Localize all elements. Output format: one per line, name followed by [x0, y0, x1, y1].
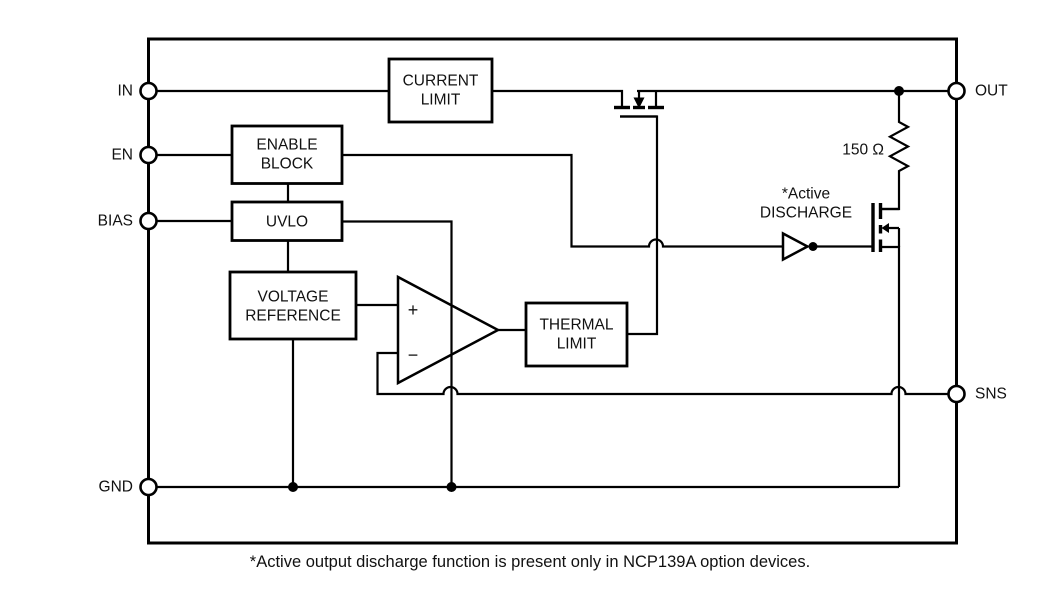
wire-sns-feedback [376, 351, 949, 396]
pin-bias: BIAS [98, 211, 158, 231]
pin-gnd: GND [99, 477, 158, 497]
pin-gnd-label: GND [99, 479, 133, 496]
pin-in-label: IN [118, 83, 134, 100]
thermal-limit-label-2: LIMIT [557, 336, 597, 353]
voltage-reference-label-1: VOLTAGE [258, 289, 329, 306]
nmos-terminal-stubs [880, 207, 901, 247]
pin-sns: SNS [947, 384, 1007, 404]
active-discharge-label-1: *Active [782, 186, 830, 203]
inverting-input-sign: − [408, 345, 419, 365]
active-discharge-label-2: DISCHARGE [760, 205, 852, 222]
block-uvlo: UVLO [230, 200, 344, 242]
block-thermal-limit: THERMAL LIMIT [524, 301, 629, 368]
voltage-reference-label-2: REFERENCE [245, 308, 341, 325]
wire-uvlo-to-gnd [342, 220, 453, 487]
error-amplifier-triangle [396, 274, 501, 386]
inverter-triangle [781, 231, 811, 262]
pin-en: EN [111, 145, 158, 165]
pin-out-circle [947, 81, 966, 101]
pin-in: IN [118, 81, 158, 101]
thermal-limit-box [524, 301, 629, 368]
ic-boundary [147, 37, 958, 545]
current-limit-label-1: CURRENT [403, 73, 479, 90]
current-limit-label-2: LIMIT [421, 92, 461, 109]
pin-bias-label: BIAS [98, 213, 133, 230]
thermal-limit-label-1: THERMAL [539, 317, 613, 334]
resistor-value-label: 150 Ω [842, 142, 884, 159]
pin-in-circle [139, 81, 158, 101]
wire-in-rail-mid [492, 89, 624, 106]
wire-enable-to-inverter [342, 153, 783, 248]
junction-dot-out-node [894, 86, 904, 96]
uvlo-label: UVLO [266, 214, 308, 231]
wire-resistor-branch [880, 91, 911, 211]
junction-dot-uvlo-gnd [446, 482, 457, 492]
error-amplifier-icon: + − [396, 274, 501, 386]
nmos-discharge-transistor-icon [871, 203, 901, 252]
current-limit-box [387, 57, 494, 124]
pin-gnd-circle [139, 477, 158, 497]
wire-thermal-to-gate [620, 115, 659, 336]
inverter-output-dot [808, 242, 818, 251]
pmos-pass-transistor-icon [614, 91, 664, 118]
enable-block-label-1: ENABLE [256, 137, 317, 154]
voltage-reference-box [228, 270, 358, 341]
pin-out-label: OUT [975, 83, 1008, 100]
pin-sns-circle [947, 384, 966, 404]
pin-en-circle [139, 145, 158, 165]
pin-sns-label: SNS [975, 386, 1007, 403]
pin-bias-circle [139, 211, 158, 231]
noninverting-input-sign: + [408, 300, 419, 320]
block-enable: ENABLE BLOCK [230, 124, 344, 185]
inverter-icon [781, 231, 818, 262]
pin-out: OUT [947, 81, 1008, 101]
junction-dot-vref-gnd [288, 482, 298, 492]
enable-block-box [230, 124, 344, 185]
block-current-limit: CURRENT LIMIT [387, 57, 494, 124]
block-voltage-reference: VOLTAGE REFERENCE [228, 270, 358, 341]
uvlo-box [230, 200, 344, 242]
nmos-body-arrow [881, 223, 889, 233]
pmos-body-arrow [633, 97, 645, 109]
enable-block-label-2: BLOCK [261, 156, 314, 173]
pin-en-label: EN [111, 147, 133, 164]
figure-caption: *Active output discharge function is pre… [250, 553, 810, 571]
wire-nmos-source-gnd [880, 245, 901, 487]
